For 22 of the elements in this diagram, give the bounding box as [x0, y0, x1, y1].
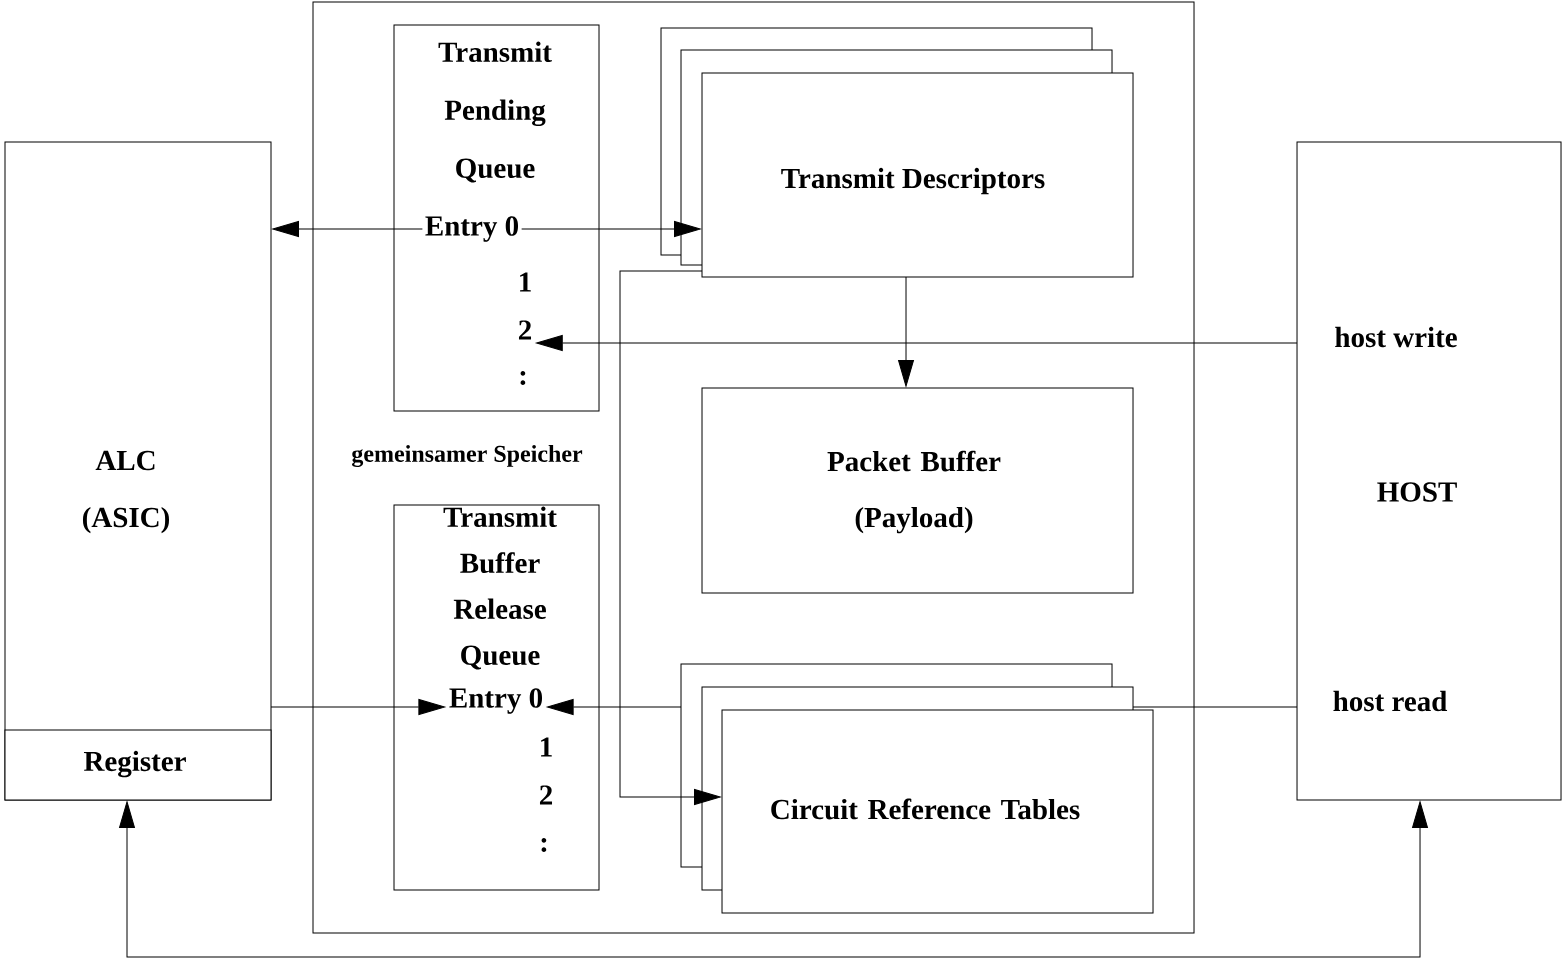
- arrow: [521, 221, 701, 237]
- descriptor-box: Transmit Descriptors: [701, 72, 1134, 278]
- queue-entry: :: [520, 371, 526, 385]
- queue-entry: 2: [519, 320, 531, 340]
- register-box: Register: [4, 729, 272, 801]
- queue-entry: 1: [520, 272, 531, 292]
- queue-entry: 1: [541, 737, 552, 757]
- arrow: [119, 801, 1428, 958]
- arrow: [270, 699, 446, 715]
- connector-line: [1132, 706, 1298, 708]
- buffer-box: Packet Buffer (Payload): [701, 387, 1134, 594]
- queue-entry: Entry 0: [425, 216, 519, 242]
- queue-entry: :: [541, 838, 547, 852]
- arrow: [898, 276, 914, 387]
- table-box: Circuit Reference Tables: [721, 709, 1154, 914]
- arrow: [546, 699, 682, 715]
- host-box: host write HOST host read: [1296, 141, 1562, 801]
- arrow: [536, 335, 1298, 351]
- queue-entry: Entry 0: [449, 688, 543, 714]
- arrow: [272, 221, 423, 237]
- queue-entry: 2: [540, 785, 552, 805]
- arrow: [619, 270, 721, 805]
